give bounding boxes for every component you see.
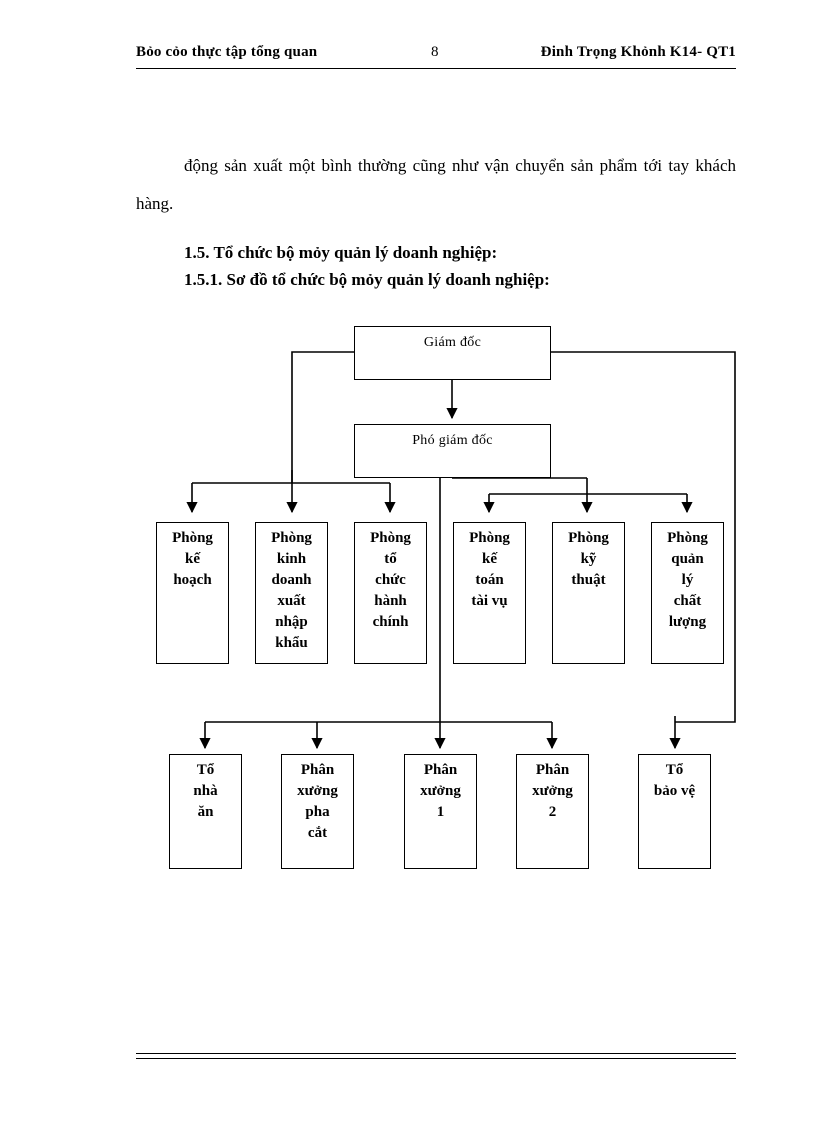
running-header: Bỏo cỏo thực tập tổng quan 8 Đinh Trọng … <box>136 44 736 68</box>
footer-divider-bottom <box>136 1058 736 1059</box>
org-node-phong-ke-hoach[interactable]: Phòng kế hoạch <box>156 522 229 664</box>
org-node-label: Phân xưởng 1 <box>420 762 461 820</box>
header-right-text: Đinh Trọng Khỏnh K14- QT1 <box>540 44 736 60</box>
org-node-label: Phòng kế toán tài vụ <box>469 530 510 609</box>
org-node-to-bao-ve[interactable]: Tổ bảo vệ <box>638 754 711 869</box>
org-node-label: Tổ bảo vệ <box>653 762 696 799</box>
org-node-phong-ke-toan-tai-vu[interactable]: Phòng kế toán tài vụ <box>453 522 526 664</box>
org-node-label: Phân xưởng 2 <box>532 762 573 820</box>
org-node-giam-doc[interactable]: Giám đốc <box>354 326 551 380</box>
subsection-heading: 1.5.1. Sơ đồ tổ chức bộ mỏy quản lý doan… <box>184 270 550 289</box>
org-node-phan-xuong-1[interactable]: Phân xưởng 1 <box>404 754 477 869</box>
org-node-to-nha-an[interactable]: Tổ nhà ăn <box>169 754 242 869</box>
org-node-phong-kinh-doanh-xuat-nhap-khau[interactable]: Phòng kinh doanh xuất nhập khẩu <box>255 522 328 664</box>
org-node-pho-giam-doc[interactable]: Phó giám đốc <box>354 424 551 478</box>
org-node-phan-xuong-2[interactable]: Phân xưởng 2 <box>516 754 589 869</box>
header-divider <box>136 68 736 69</box>
org-node-label: Phòng kỹ thuật <box>568 530 609 588</box>
org-node-label: Phân xưởng pha cắt <box>297 762 338 841</box>
org-node-label: Phòng kế hoạch <box>172 530 213 588</box>
org-node-label: Phòng tổ chức hành chính <box>370 530 411 630</box>
org-node-label: Phòng kinh doanh xuất nhập khẩu <box>271 530 312 651</box>
org-node-phong-ky-thuat[interactable]: Phòng kỹ thuật <box>552 522 625 664</box>
footer-divider-top <box>136 1053 736 1054</box>
body-paragraph: động sản xuất một bình thường cũng như v… <box>136 156 736 213</box>
org-node-phan-xuong-pha-cat[interactable]: Phân xưởng pha cắt <box>281 754 354 869</box>
header-left-text: Bỏo cỏo thực tập tổng quan <box>136 44 318 60</box>
section-heading: 1.5. Tổ chức bộ mỏy quản lý doanh nghiệp… <box>184 243 498 262</box>
org-node-label: Phòng quản lý chất lượng <box>667 530 708 630</box>
org-node-phong-to-chuc-hanh-chinh[interactable]: Phòng tổ chức hành chính <box>354 522 427 664</box>
header-page-number: 8 <box>431 44 439 60</box>
org-node-label: Phó giám đốc <box>412 433 493 448</box>
org-node-phong-quan-ly-chat-luong[interactable]: Phòng quản lý chất lượng <box>651 522 724 664</box>
org-node-label: Giám đốc <box>423 335 482 350</box>
org-node-label: Tổ nhà ăn <box>193 762 218 820</box>
